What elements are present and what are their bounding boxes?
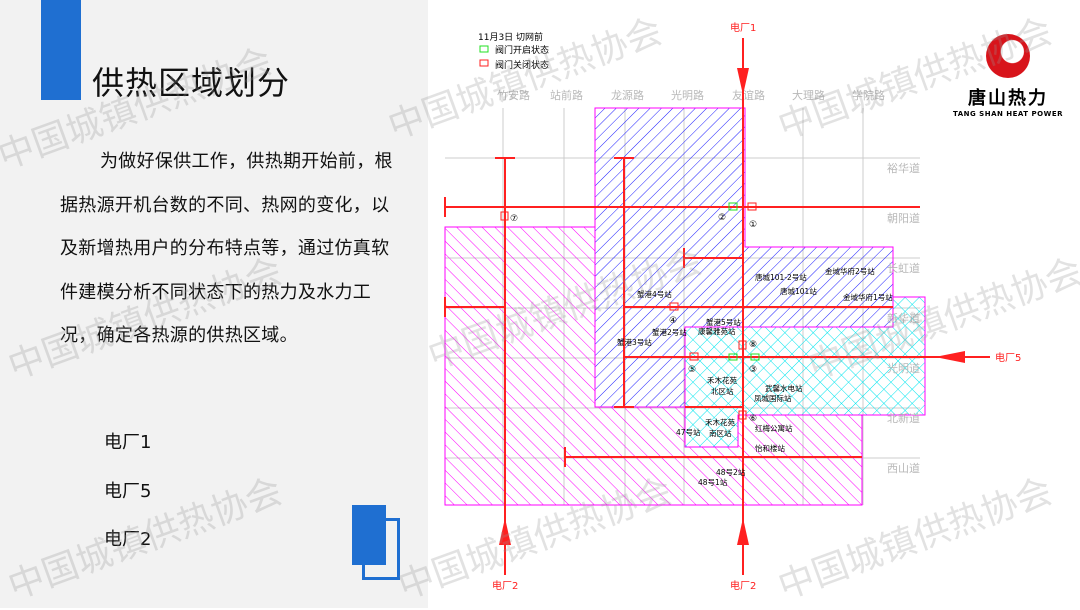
map-label: ②	[718, 213, 726, 223]
map-label: 蟹港5号站	[706, 317, 741, 327]
slide-title: 供热区域划分	[92, 64, 291, 102]
decor-block	[352, 505, 386, 565]
plant-item-1: 电厂1	[104, 432, 152, 453]
valve-closed-icon	[689, 352, 699, 361]
map-label: 龙源路	[611, 88, 644, 102]
map-label: 大理路	[792, 88, 825, 102]
map-label: ④	[669, 316, 677, 326]
map-label: 光明路	[671, 88, 704, 102]
plant-item-5: 电厂5	[104, 481, 152, 502]
valve-closed-icon	[738, 410, 747, 420]
map-label: 学院路	[852, 88, 885, 102]
map-label: 阀门开启状态	[495, 44, 549, 56]
map-label: 唐城101站	[780, 286, 817, 296]
pipe-network	[444, 38, 990, 575]
valve-closed-icon	[747, 202, 757, 211]
valve-open-icon	[728, 202, 738, 211]
map-label: 11月3日 切网前	[478, 31, 543, 43]
map-label: ⑤	[688, 365, 696, 375]
valves	[500, 202, 760, 420]
map-label: 南区站	[709, 428, 732, 438]
accent-bar	[41, 0, 81, 100]
map-label: 北新道	[887, 411, 920, 425]
valve-open-icon	[479, 45, 489, 53]
arrow-plant2-left	[499, 518, 511, 545]
flow-arrows	[499, 68, 965, 545]
map-label: 阀门关闭状态	[495, 59, 549, 71]
road-labels-ns: 竹安路 站前路 龙源路 光明路 友谊路 大理路 学院路	[497, 88, 885, 102]
map-label: 禾木花苑	[705, 417, 735, 427]
phoenix-logo-icon	[986, 34, 1030, 78]
map-label: ③	[749, 365, 757, 375]
map-label: 蟹港3号站	[617, 337, 652, 347]
valve-open-icon	[750, 353, 760, 361]
map-label: 怡和楼站	[755, 443, 785, 453]
valve-open-icon	[728, 353, 738, 361]
map-label: 友谊路	[732, 88, 765, 102]
map-label: 禾木花苑	[707, 375, 737, 385]
map-label: 新华道	[887, 311, 920, 325]
valve-closed-icon	[500, 211, 509, 221]
map-label: 裕华道	[887, 161, 920, 175]
decor-frame	[362, 518, 400, 580]
map-label: 蟹港4号站	[637, 289, 672, 299]
valve-closed-icon	[738, 340, 747, 350]
map-label: 47号站	[676, 427, 701, 437]
map-label: 康馨雅苑站	[698, 326, 736, 336]
map-label: 48号2站	[716, 467, 746, 477]
map-label: 西山道	[887, 461, 920, 475]
map-label: 长虹道	[887, 261, 920, 275]
map-label: 朝阳道	[887, 211, 920, 225]
valve-closed-icon	[479, 59, 489, 67]
map-label: 光明道	[887, 361, 920, 375]
map-label: 金域华府2号站	[825, 266, 875, 276]
valve-closed-icon	[669, 302, 679, 311]
map-label: ①	[749, 220, 757, 230]
map-label: 北区站	[711, 386, 734, 396]
map-label: 唐城101-2号站	[755, 272, 807, 282]
map-label: ⑧	[749, 340, 757, 350]
zone-plant5	[684, 296, 926, 448]
plant-item-2: 电厂2	[104, 529, 152, 550]
map-label: 凤城国际站	[754, 393, 792, 403]
arrow-plant2-right	[737, 518, 749, 545]
logo-en: TANG SHAN HEAT POWER	[952, 110, 1063, 118]
map-label: ⑦	[510, 214, 518, 224]
map-label: ⑥	[749, 414, 757, 424]
logo-cn: 唐山热力	[968, 88, 1048, 109]
map-legend: 11月3日 切网前 阀门开启状态 阀门关闭状态	[478, 31, 549, 71]
valve-numbers: ① ② ③ ④ ⑤ ⑥ ⑦ ⑧	[510, 213, 757, 424]
tangshan-heat-logo: 唐山热力 TANG SHAN HEAT POWER	[948, 34, 1068, 118]
map-label: 红梅公寓站	[755, 423, 793, 433]
label-plant5: 电厂5	[995, 351, 1021, 364]
arrow-plant5	[935, 351, 965, 363]
map-label: 竹安路	[497, 88, 530, 102]
arrow-plant1	[737, 68, 749, 95]
label-plant2-left: 电厂2	[492, 579, 518, 592]
map-label: 武馨水电站	[765, 383, 803, 393]
description-paragraph: 为做好保供工作，供热期开始前，根据热源开机台数的不同、热网的变化，以及新增热用户…	[60, 151, 393, 346]
label-plant1: 电厂1	[730, 21, 756, 34]
map-label: 金域华府1号站	[843, 292, 893, 302]
map-label: 48号1站	[698, 477, 728, 487]
map-label: 站前路	[550, 88, 583, 102]
map-label: 蟹港2号站	[652, 327, 687, 337]
label-plant2-right: 电厂2	[730, 579, 756, 592]
